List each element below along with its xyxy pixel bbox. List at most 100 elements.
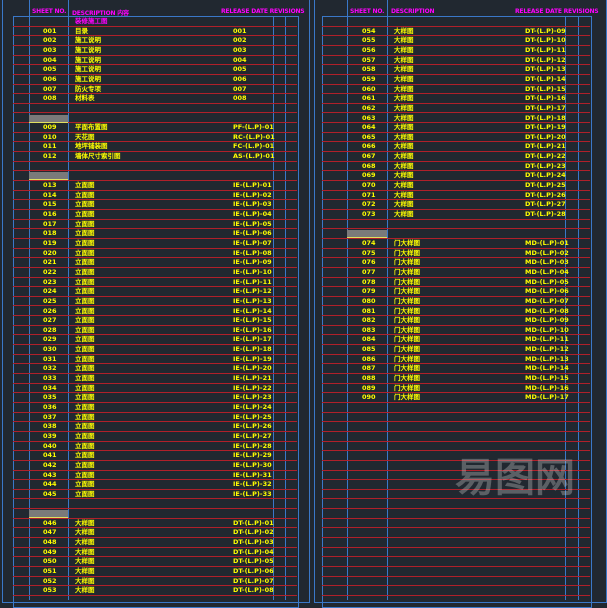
release-code: DT-(L.P)-21 xyxy=(525,142,566,151)
release-code: DT-(L.P)-12 xyxy=(525,55,566,64)
sheet-description: 目录 xyxy=(75,26,88,35)
sheet-number: 060 xyxy=(362,84,376,93)
sheet-number: 032 xyxy=(43,364,57,373)
sheet-description: 大样图 xyxy=(394,103,414,112)
release-code: AS-(L.P)-01 xyxy=(233,152,275,161)
sheet-number: 005 xyxy=(43,65,57,74)
sheet-number: 028 xyxy=(43,325,57,334)
sheet-description: 大样图 xyxy=(394,200,414,209)
sheet-number: 019 xyxy=(43,238,57,247)
sheet-number: 063 xyxy=(362,113,376,122)
sheet-number: 076 xyxy=(362,258,376,267)
sheet-description: 门大样图 xyxy=(394,248,420,257)
sheet-description: 施工说明 xyxy=(75,55,101,64)
release-code: DT-(L.P)-25 xyxy=(525,181,566,190)
sheet-description: 门大样图 xyxy=(394,383,420,392)
release-code: DT-(L.P)-27 xyxy=(525,200,566,209)
sheet-number: 064 xyxy=(362,123,376,132)
sheet-description: 大样图 xyxy=(394,190,414,199)
release-code: IE-(L.P)-23 xyxy=(233,393,272,402)
sheet-description: 大样图 xyxy=(394,74,414,83)
release-code: 002 xyxy=(233,36,247,45)
release-code: DT-(L.P)-13 xyxy=(525,65,566,74)
release-code: IE-(L.P)-15 xyxy=(233,316,272,325)
sheet-number: 058 xyxy=(362,65,376,74)
sheet-description: 施工说明 xyxy=(75,65,101,74)
release-code: MD-(L.P)-03 xyxy=(525,258,569,267)
release-code: RC-(L.P)-01 xyxy=(233,132,275,141)
sheet-number: 001 xyxy=(43,26,57,35)
release-code: IE-(L.P)-27 xyxy=(233,431,272,440)
release-code: MD-(L.P)-10 xyxy=(525,325,569,334)
release-code: MD-(L.P)-07 xyxy=(525,296,569,305)
release-code: 007 xyxy=(233,84,247,93)
release-code: DT-(L.P)-11 xyxy=(525,45,566,54)
sheet-description: 立面图 xyxy=(75,200,95,209)
sheet-description: 门大样图 xyxy=(394,267,420,276)
sheet-description: 大样图 xyxy=(75,518,95,527)
release-code: IE-(L.P)-05 xyxy=(233,219,272,228)
release-code: IE-(L.P)-20 xyxy=(233,364,272,373)
sheet-description: 门大样图 xyxy=(394,258,420,267)
release-code: IE-(L.P)-31 xyxy=(233,470,272,479)
release-code: IE-(L.P)-30 xyxy=(233,460,272,469)
header-sheet-no: SHEET NO. xyxy=(350,8,385,15)
sheet-number: 050 xyxy=(43,557,57,566)
sheet-description: 立面图 xyxy=(75,403,95,411)
sheet-description: 施工说明 xyxy=(75,36,101,45)
sheet-number: 044 xyxy=(43,480,57,489)
sheet-description: 大样图 xyxy=(75,547,95,556)
sheet-number: 079 xyxy=(362,287,376,296)
release-code: IE-(L.P)-22 xyxy=(233,383,272,392)
sheet-number: 031 xyxy=(43,354,57,363)
release-code: PF-(L.P)-01 xyxy=(233,123,274,132)
release-code: DT-(L.P)-09 xyxy=(525,26,566,35)
table-row xyxy=(322,422,590,432)
sheet-description: 立面图 xyxy=(75,248,95,257)
sheet-description: 大样图 xyxy=(75,538,95,547)
release-code: DT-(L.P)-19 xyxy=(525,123,566,132)
sheet-number: 049 xyxy=(43,547,57,556)
sheet-description: 门大样图 xyxy=(394,393,420,402)
sheet-description: 立面图 xyxy=(75,354,95,363)
table-row xyxy=(322,519,590,529)
sheet-number: 070 xyxy=(362,181,376,190)
divider xyxy=(578,16,579,600)
sheet-number: 083 xyxy=(362,325,376,334)
release-code: DT-(L.P)-20 xyxy=(525,132,566,141)
release-code: IE-(L.P)-28 xyxy=(233,441,272,450)
divider xyxy=(273,16,274,600)
sheet-number: 042 xyxy=(43,460,57,469)
sheet-number: 030 xyxy=(43,345,57,354)
sheet-number: 078 xyxy=(362,277,376,286)
sheet-number: 069 xyxy=(362,171,376,180)
divider xyxy=(68,0,69,600)
sheet-number: 029 xyxy=(43,335,57,344)
divider xyxy=(29,0,30,600)
sheet-number: 048 xyxy=(43,538,57,547)
sheet-number: 016 xyxy=(43,210,57,218)
